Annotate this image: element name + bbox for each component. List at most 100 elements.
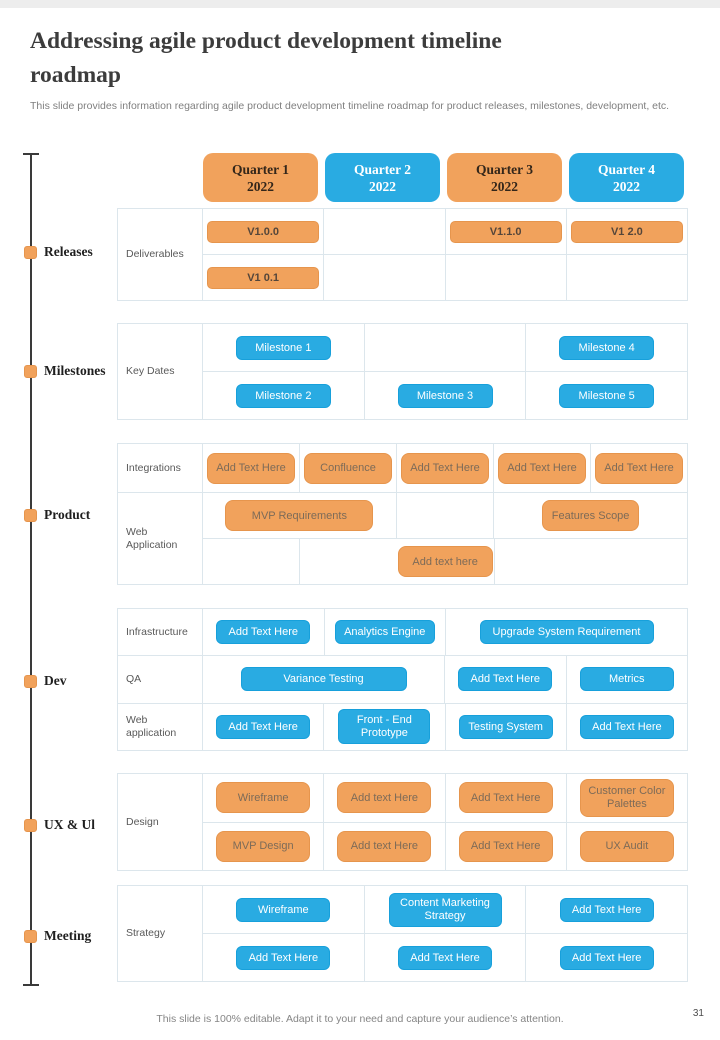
design-row-1: Wireframe Add text Here Add Text Here Cu… [203, 774, 687, 822]
task-pill[interactable]: Metrics [579, 667, 674, 692]
integration-pill[interactable]: Add Text Here [498, 452, 586, 484]
footer-note: This slide is 100% editable. Adapt it to… [156, 1013, 564, 1025]
timeline-label-dev: Dev [44, 673, 67, 688]
cell: Milestone 5 [525, 372, 687, 419]
cell: Add Text Here [203, 704, 323, 750]
milestones-row-1: Milestone 1 Milestone 4 [203, 324, 687, 371]
timeline-bottom-cap [23, 984, 39, 986]
task-pill[interactable]: Analytics Engine [334, 620, 435, 645]
task-pill[interactable]: Add Text Here [458, 782, 553, 814]
task-pill[interactable]: Add Text Here [559, 945, 654, 970]
task-pill[interactable]: Add Text Here [458, 667, 553, 692]
quarter-4-header[interactable]: Quarter 4 2022 [569, 153, 684, 202]
cell: MVP Requirements [203, 493, 396, 538]
milestones-table: Key Dates Milestone 1 Milestone 4 Milest… [117, 323, 688, 420]
cell: MVP Design [203, 823, 323, 871]
cell: Milestone 1 [203, 324, 364, 371]
release-pill[interactable]: V1.1.0 [449, 220, 562, 243]
web-application-group: Web Application MVP Requirements Feature… [118, 492, 687, 584]
release-pill[interactable]: V1 0.1 [207, 266, 320, 289]
timeline-item-ux-ui: UX & Ul [24, 817, 95, 832]
releases-marker-icon [24, 245, 37, 259]
task-pill[interactable]: Add Text Here [236, 945, 331, 970]
task-pill[interactable]: Add text Here [337, 830, 432, 862]
row-label-deliverables: Deliverables [118, 209, 203, 300]
task-pill[interactable]: Wireframe [216, 782, 311, 814]
design-row-2: MVP Design Add text Here Add Text Here U… [203, 821, 687, 871]
quarter-2-header[interactable]: Quarter 2 2022 [325, 153, 440, 202]
milestone-pill[interactable]: Milestone 1 [235, 335, 331, 360]
integration-pill[interactable]: Add Text Here [207, 452, 295, 484]
cell: Add Text Here [444, 656, 566, 703]
milestone-pill[interactable]: Milestone 3 [397, 383, 493, 408]
cell: Confluence [299, 444, 396, 492]
quarter-3-label: Quarter 3 [475, 161, 534, 177]
integration-pill[interactable]: Add Text Here [401, 452, 489, 484]
integration-pill[interactable]: Confluence [304, 452, 392, 484]
task-pill[interactable]: Customer Color Palettes [579, 778, 674, 817]
integration-pill[interactable]: Add Text Here [595, 452, 683, 484]
task-pill[interactable]: Front - End Prototype [338, 709, 431, 745]
cell [363, 324, 526, 371]
cell: Add Text Here [444, 774, 566, 822]
integrations-group: Integrations Add Text Here Confluence Ad… [118, 444, 687, 492]
infrastructure-row: Add Text Here Analytics Engine Upgrade S… [203, 609, 687, 656]
quarter-1-header[interactable]: Quarter 1 2022 [203, 153, 318, 202]
task-pill[interactable]: Add text Here [337, 782, 432, 814]
cell: Content Marketing Strategy [363, 886, 526, 933]
task-pill[interactable]: MVP Design [216, 830, 311, 862]
task-pill[interactable]: Content Marketing Strategy [388, 892, 502, 927]
task-pill[interactable]: Add text here [397, 546, 493, 577]
task-pill[interactable]: Testing System [458, 714, 553, 739]
quarter-3-year: 2022 [491, 178, 518, 194]
cell: Add Text Here [203, 609, 324, 655]
task-pill[interactable]: Add Text Here [216, 620, 311, 645]
cell: Milestone 4 [525, 324, 687, 371]
task-pill[interactable]: MVP Requirements [225, 500, 374, 531]
milestone-pill[interactable]: Milestone 4 [559, 335, 655, 360]
product-marker-icon [24, 508, 37, 522]
page-number: 31 [692, 1008, 704, 1019]
cell: Add Text Here [203, 934, 364, 981]
task-pill[interactable]: Features Scope [542, 500, 640, 531]
task-pill[interactable]: Variance Testing [240, 667, 407, 692]
strategy-row-2: Add Text Here Add Text Here Add Text Her… [203, 933, 687, 981]
cell-q4: V1 2.0 [565, 209, 687, 254]
release-pill[interactable]: V1 2.0 [570, 220, 683, 243]
release-pill[interactable]: V1.0.0 [207, 220, 320, 243]
milestone-pill[interactable]: Milestone 5 [559, 383, 655, 408]
quarter-3-header[interactable]: Quarter 3 2022 [447, 153, 562, 202]
row-label-design: Design [118, 774, 203, 870]
cell-q3: V1.1.0 [444, 209, 566, 254]
ux-ui-table: Design Wireframe Add text Here Add Text … [117, 773, 688, 871]
cell: Wireframe [203, 886, 364, 933]
task-pill[interactable]: Add Text Here [398, 945, 492, 970]
cell: Add text here [299, 539, 493, 584]
task-pill[interactable]: Add Text Here [559, 897, 654, 922]
ux-ui-marker-icon [24, 818, 37, 832]
timeline-item-meeting: Meeting [24, 928, 91, 943]
quarter-4-label: Quarter 4 [597, 161, 656, 177]
timeline-label-milestones: Milestones [44, 363, 106, 378]
task-pill[interactable]: UX Audit [579, 830, 674, 862]
qa-group: QA Variance Testing Add Text Here Metric… [118, 655, 687, 703]
cell: Add Text Here [363, 934, 526, 981]
task-pill[interactable]: Add Text Here [458, 830, 553, 862]
slide-top-edge [0, 0, 720, 8]
page-title: Addressing agile product development tim… [30, 28, 502, 88]
milestone-pill[interactable]: Milestone 2 [235, 383, 331, 408]
quarter-2-year: 2022 [369, 178, 396, 194]
task-pill[interactable]: Add Text Here [579, 714, 674, 739]
task-pill[interactable]: Upgrade System Requirement [479, 620, 654, 645]
cell: Add text Here [323, 774, 444, 822]
cell: Upgrade System Requirement [445, 609, 687, 656]
dev-web-application-row: Add Text Here Front - End Prototype Test… [203, 703, 687, 750]
cell: Customer Color Palettes [565, 774, 687, 822]
timeline-axis [30, 154, 32, 985]
task-pill[interactable]: Wireframe [236, 897, 331, 922]
quarter-1-label: Quarter 1 [231, 161, 290, 177]
product-table: Integrations Add Text Here Confluence Ad… [117, 443, 688, 585]
milestones-row-2: Milestone 2 Milestone 3 Milestone 5 [203, 371, 687, 419]
task-pill[interactable]: Add Text Here [216, 714, 311, 739]
cell: Add Text Here [396, 444, 493, 492]
